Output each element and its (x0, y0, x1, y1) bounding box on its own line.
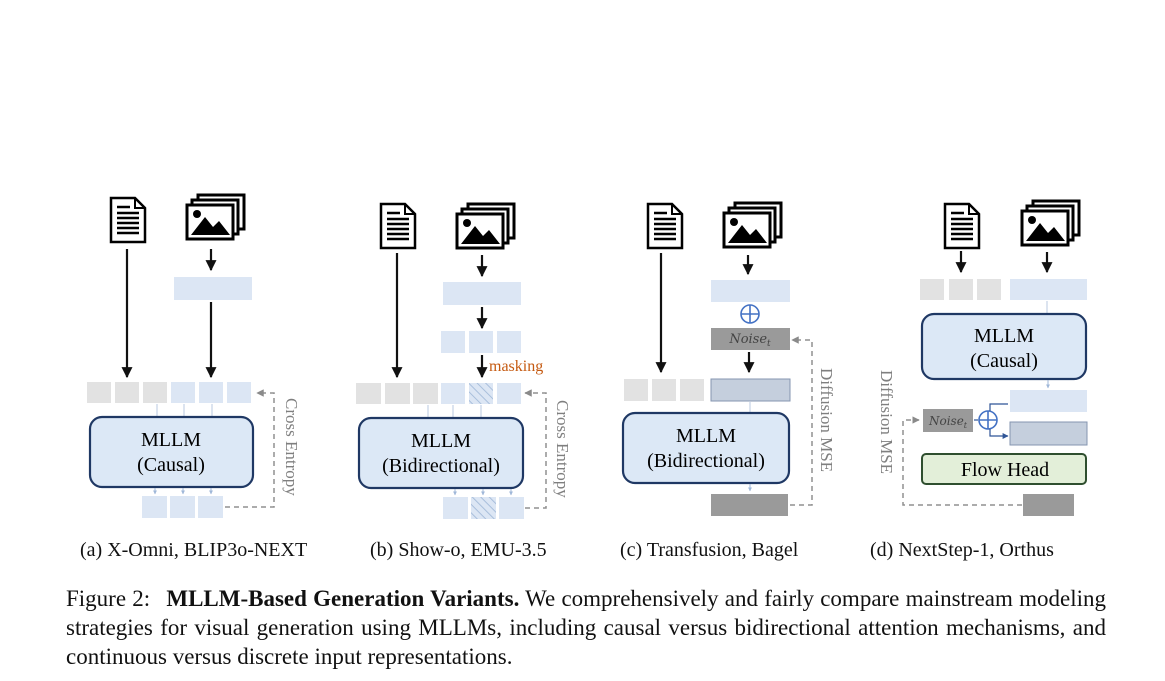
image-stack-icon (1020, 199, 1081, 247)
output-token (443, 497, 468, 519)
subcaption-a: (a) X-Omni, BLIP3o-NEXT (80, 539, 308, 561)
figure-diagram: MLLM (Causal) Cross Entropy masking (87, 193, 1088, 519)
image-tokenizer-block (174, 277, 252, 300)
loss-feedback-arrow (902, 416, 1022, 506)
noise-block (923, 409, 973, 432)
text-token (87, 382, 111, 403)
image-stack-icon (185, 193, 246, 241)
text-token (977, 279, 1001, 300)
masking-label: masking (489, 358, 543, 375)
mllm-title: MLLM (974, 325, 1034, 347)
panel-d: MLLM (Causal) Noiset Flow Head Diffusion… (877, 199, 1088, 516)
input-tokens (920, 279, 1087, 300)
text-token (385, 383, 410, 404)
flow-head-label: Flow Head (961, 459, 1049, 481)
caption-text: We comprehensively and fairly compare ma… (66, 586, 1106, 669)
output-token (170, 496, 195, 518)
mllm-block (357, 416, 525, 490)
noise-block (711, 328, 790, 350)
text-token (624, 379, 648, 401)
text-token (680, 379, 704, 401)
text-token (143, 382, 167, 403)
mllm-block (621, 411, 791, 485)
text-token (413, 383, 438, 404)
image-token (497, 383, 521, 404)
predicted-velocity-block (1023, 494, 1074, 516)
output-token (499, 497, 524, 519)
image-stack-icon (455, 202, 516, 250)
panel-b: masking MLLM (Bidirectional) Cross Entro… (356, 202, 572, 519)
loss-label: Diffusion MSE (877, 370, 896, 474)
image-tokenizer-block (443, 282, 521, 305)
text-token (949, 279, 973, 300)
image-token (441, 383, 465, 404)
plus-circle-icon (978, 410, 998, 430)
loss-feedback-arrow (225, 389, 275, 508)
subcaption-d: (d) NextStep-1, Orthus (870, 539, 1054, 561)
output-token (142, 496, 167, 518)
mllm-title: MLLM (411, 430, 471, 452)
caption-title: MLLM-Based Generation Variants. (166, 586, 520, 611)
mllm-block (88, 415, 255, 489)
figure-label: Figure 2: (66, 586, 151, 611)
noise-label: Noiset (928, 414, 968, 430)
mllm-attention-type: (Bidirectional) (647, 450, 765, 472)
mllm-title: MLLM (141, 429, 201, 451)
document-icon (379, 202, 417, 250)
subcaption-b: (b) Show-o, EMU-3.5 (370, 539, 547, 561)
loss-label: Diffusion MSE (817, 368, 836, 472)
text-token (115, 382, 139, 403)
masked-token (469, 383, 493, 404)
loss-feedback-arrow (524, 389, 547, 509)
panel-c: Noiset MLLM (Bidirectional) Diffusion MS… (621, 201, 836, 516)
image-token (227, 382, 251, 403)
document-icon (646, 202, 684, 250)
predicted-noise-block (711, 494, 788, 516)
noisy-latent-token (710, 378, 791, 402)
document-icon (943, 202, 981, 250)
input-tokens (624, 378, 791, 402)
output-token (198, 496, 223, 518)
panel-a: MLLM (Causal) Cross Entropy (87, 193, 301, 518)
image-token (469, 331, 493, 353)
input-tokens (87, 382, 251, 403)
mllm-block (920, 312, 1088, 381)
output-tokens (142, 496, 223, 518)
subcaption-c: (c) Transfusion, Bagel (620, 539, 799, 561)
image-token (497, 331, 521, 353)
mllm-attention-type: (Causal) (137, 454, 205, 476)
image-token (199, 382, 223, 403)
discrete-tokens (441, 331, 521, 353)
flow-head-block (921, 453, 1087, 485)
text-token (652, 379, 676, 401)
input-tokens (356, 383, 521, 404)
condition-token (1010, 390, 1087, 412)
noise-label: Noiset (728, 332, 771, 349)
image-token (441, 331, 465, 353)
predicted-masked-token (471, 497, 496, 519)
loss-label: Cross Entropy (282, 398, 301, 496)
text-token (920, 279, 944, 300)
plus-circle-icon (740, 304, 760, 324)
loss-label: Cross Entropy (553, 400, 572, 498)
text-token (356, 383, 381, 404)
mllm-title: MLLM (676, 425, 736, 447)
figure-caption: Figure 2: MLLM-Based Generation Variants… (66, 584, 1106, 671)
mllm-attention-type: (Causal) (970, 350, 1038, 372)
image-token (171, 382, 195, 403)
image-token (1010, 279, 1087, 300)
output-tokens (443, 497, 524, 519)
image-stack-icon (722, 201, 783, 249)
loss-feedback-arrow (790, 336, 813, 506)
mllm-attention-type: (Bidirectional) (382, 455, 500, 477)
noisy-latent-token (1009, 421, 1088, 446)
image-encoder-block (711, 280, 790, 302)
document-icon (109, 196, 147, 244)
